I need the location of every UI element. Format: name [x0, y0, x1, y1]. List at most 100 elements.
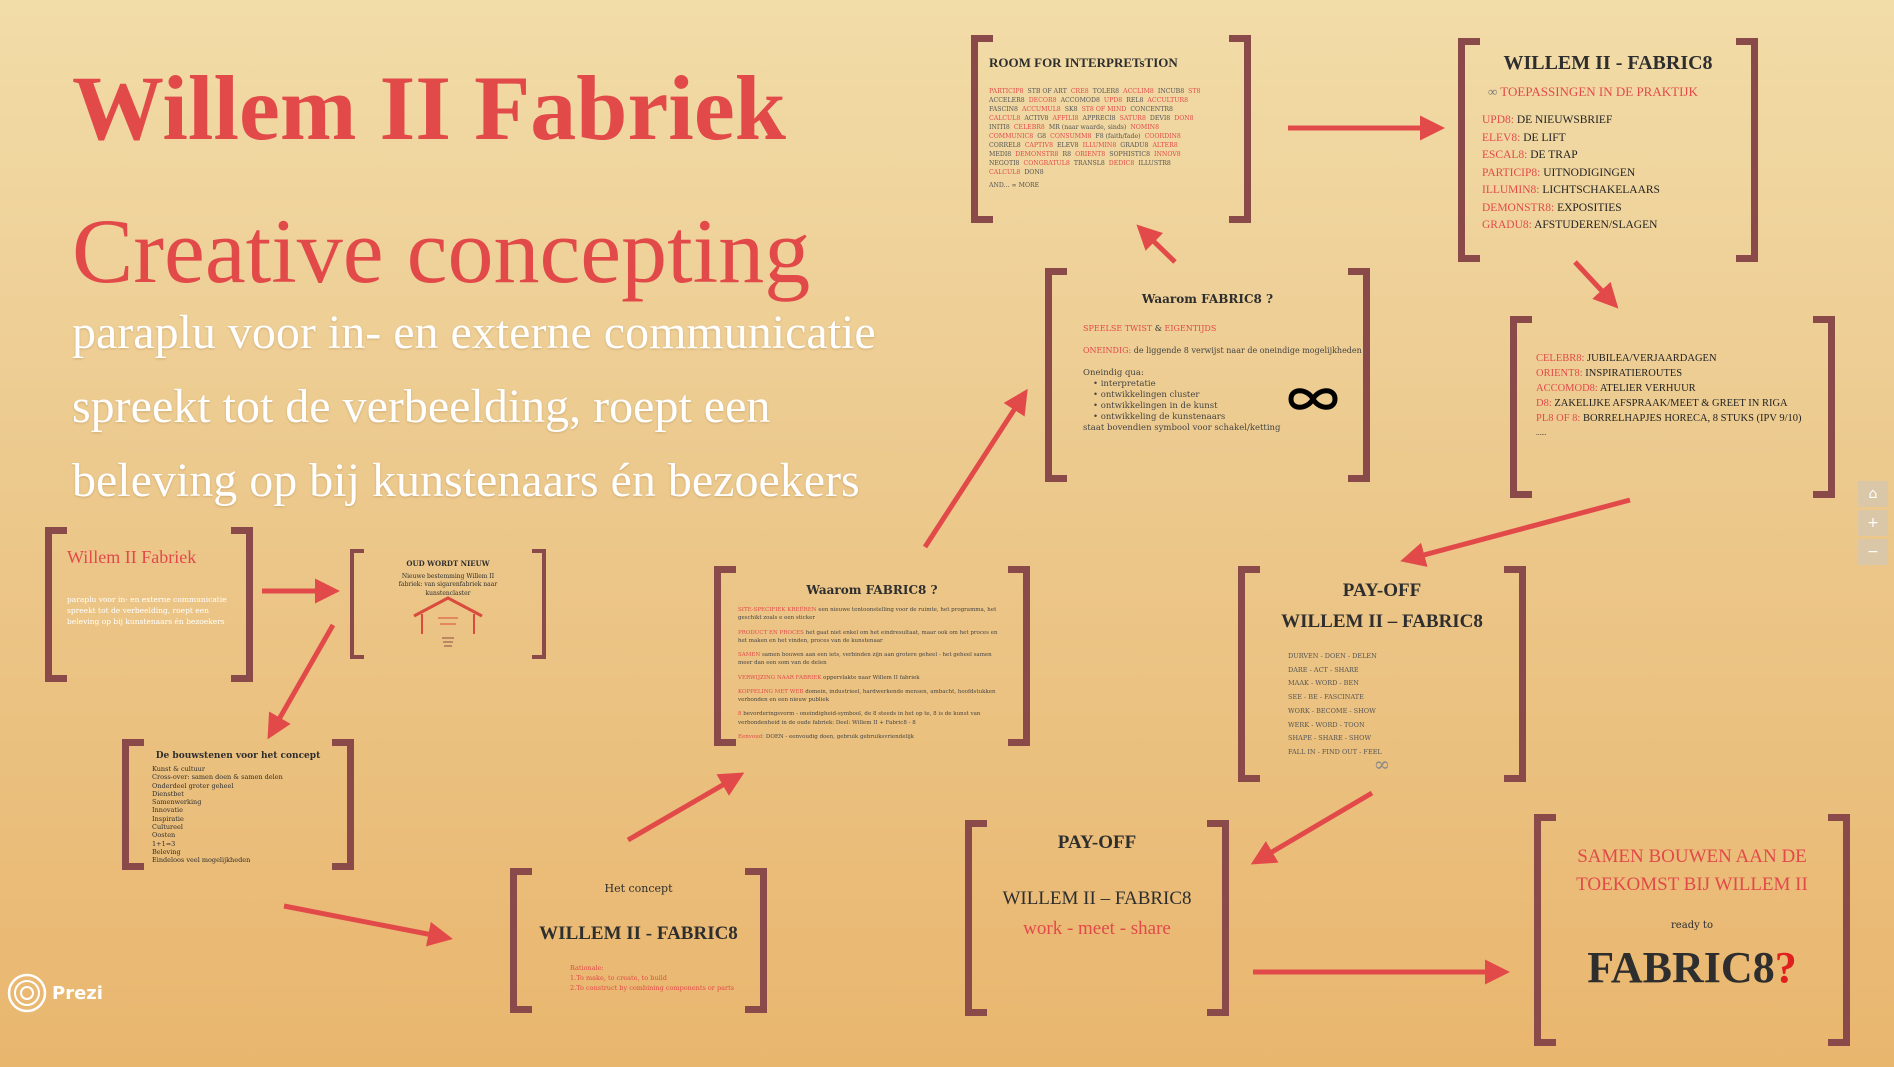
more-text: AND... ∞ MORE: [989, 182, 1040, 189]
frame-bouwstenen-list: Kunst & cultuur Cross-over: samen doen &…: [152, 765, 283, 865]
frame-payoff-2[interactable]: PAY-OFF WILLEM II – FABRIC8 work - meet …: [965, 820, 1229, 1016]
hero-line: spreekt tot de verbeelding, roept een: [72, 380, 771, 433]
twist-b: EIGENTIJDS: [1164, 324, 1217, 333]
frame-toepassingen-subtitle: ∞ TOEPASSINGEN IN DE PRAKTIJK: [1488, 84, 1698, 99]
row-key: KOPPELING MET WEB: [738, 688, 804, 695]
list-item: Kunst & cultuur: [152, 765, 205, 773]
frame-oud-title: OUD WORDT NIEUW: [406, 559, 490, 568]
list-item: Oosten: [152, 831, 176, 840]
frame-waarom-2-title: Waarom FABRIC8 ?: [1141, 292, 1274, 306]
row-key: Eenvoud:: [738, 733, 765, 740]
row-key: SAMEN: [738, 652, 761, 658]
infinity-icon: ∞: [1373, 752, 1391, 776]
prezi-logo-icon: [7, 973, 47, 1013]
zoom-in-button[interactable]: +: [1858, 510, 1888, 536]
hero-line: paraplu voor in- en externe communicatie: [72, 306, 876, 359]
frame-payoff-1[interactable]: PAY-OFF WILLEM II – FABRIC8 DURVEN - DOE…: [1238, 566, 1526, 782]
home-button[interactable]: ⌂: [1858, 481, 1888, 507]
frame-payoff-1-title: PAY-OFF: [1342, 580, 1422, 601]
zoom-out-icon: −: [1867, 544, 1879, 560]
frame-final-line2: TOEKOMST BIJ WILLEM II: [1576, 874, 1808, 895]
twist-a: SPEELSE TWIST: [1083, 324, 1153, 333]
hero-title: Willem II Fabriek: [72, 57, 786, 159]
row-value: DOEN - eenvoudig doen, gebruik gebruiksv…: [765, 733, 915, 740]
frame-waarom-1-title: Waarom FABRIC8 ?: [806, 583, 938, 597]
frame-waarom-1-body: SITE-SPECIFIEK KREËREN een nieuwe tentoo…: [738, 606, 1006, 741]
frame-concept-title: WILLEM II - FABRIC8: [539, 923, 738, 944]
row-key: PRODUCT EN PROCES: [738, 629, 804, 636]
rationale-line: 1.To make, to create, to build: [570, 973, 667, 982]
frame-bouwstenen[interactable]: De bouwstenen voor het concept Kunst & c…: [122, 739, 354, 870]
row-key: SITE-SPECIFIEK KREËREN: [738, 607, 817, 613]
frame-final-big: FABRIC8?: [1587, 943, 1797, 992]
hero-text: paraplu voor in- en externe communicatie…: [72, 296, 876, 518]
prezi-logo-text: Prezi: [52, 982, 103, 1004]
frame-concept-label: Het concept: [604, 882, 673, 895]
list-item: 1+1=3: [152, 839, 176, 848]
frame-final-ready: ready to: [1671, 920, 1713, 931]
list-item: Innovatie: [152, 806, 183, 815]
list-item: Samenwerking: [152, 798, 202, 807]
row-value: bevorderingsvorm - oneindigheid-symbool,…: [738, 711, 981, 726]
frame-bouwstenen-title: De bouwstenen voor het concept: [155, 751, 321, 761]
frame-waarom-2[interactable]: Waarom FABRIC8 ? SPEELSE TWIST & EIGENTI…: [1045, 268, 1370, 482]
row-value: oppervlakte naar Willem II fabriek: [823, 674, 920, 681]
row-value: samen bouwen aan een iets, verbinden zij…: [738, 652, 992, 667]
frame-toepassingen-list: UPD8: DE NIEUWSBRIEF ELEV8: DE LIFT ESCA…: [1482, 114, 1660, 231]
frame-intro-text: paraplu voor in- en externe communicatie…: [67, 595, 227, 626]
rationale-line: Rationale:: [570, 964, 604, 972]
hero-subtitle: Creative concepting: [72, 200, 811, 302]
home-icon: ⌂: [1868, 486, 1878, 502]
zoom-out-button[interactable]: −: [1858, 539, 1888, 565]
frame-payoff-2-tagline: work - meet - share: [1023, 918, 1171, 939]
frame-concept-rationale: Rationale: 1.To make, to create, to buil…: [570, 964, 734, 993]
frame-payoff-2-subtitle: WILLEM II – FABRIC8: [1002, 888, 1192, 909]
frame-celebr8-list: CELEBR8: JUBILEA/VERJAARDAGEN ORIENT8: I…: [1536, 351, 1802, 441]
frame-payoff-1-list: DURVEN - DOEN - DELEN DARE - ACT - SHARE…: [1288, 652, 1382, 756]
frame-celebr8[interactable]: CELEBR8: JUBILEA/VERJAARDAGEN ORIENT8: I…: [1510, 316, 1835, 498]
frame-waarom-1[interactable]: Waarom FABRIC8 ? SITE-SPECIFIEK KREËREN …: [714, 566, 1030, 746]
list-footer: staat bovendien symbool voor schakel/ket…: [1083, 423, 1281, 433]
frame-oud-text: Nieuwe bestemming Willem II fabriek: van…: [398, 573, 498, 597]
prezi-logo[interactable]: Prezi: [6, 972, 103, 1014]
list-item: Dienstbet: [152, 789, 184, 798]
frame-intro[interactable]: Willem II Fabriek paraplu voor in- en ex…: [45, 527, 253, 682]
frame-toepassingen-title: WILLEM II - FABRIC8: [1503, 52, 1713, 74]
ellipsis: ......: [1536, 429, 1547, 437]
frame-waarom-2-twist: SPEELSE TWIST & EIGENTIJDS: [1083, 324, 1217, 333]
list-item: ontwikkeling de kunstenaars: [1100, 412, 1226, 422]
frame-toepassingen[interactable]: WILLEM II - FABRIC8 ∞ TOEPASSINGEN IN DE…: [1458, 38, 1758, 262]
row-key: 8: [738, 711, 742, 718]
hero-line: beleving op bij kunstenaars én bezoekers: [72, 454, 860, 507]
list-title: Oneindig qua:: [1083, 368, 1144, 378]
list-item: Beleving: [152, 847, 181, 856]
frame-final-line1: SAMEN BOUWEN AAN DE: [1577, 846, 1807, 867]
frame-waarom-2-list: Oneindig qua: • interpretatie • ontwikke…: [1083, 368, 1281, 433]
list-item: ontwikkelingen in de kunst: [1100, 401, 1218, 411]
row-value: domein, industrieel, hardwerkende mensen…: [738, 688, 996, 703]
infinity-icon: [1288, 388, 1338, 410]
row-key: VERWIJZING NAAR FABRIEK: [738, 674, 822, 681]
frame-waarom-2-oneindig: ONEINDIG: de liggende 8 verwijst naar de…: [1083, 346, 1362, 355]
list-item: Onderdeel groter geheel: [152, 781, 234, 790]
frame-interpretation-title: ROOM FOR INTERPRETsTION: [989, 55, 1178, 70]
list-item: Cultureel: [152, 823, 183, 832]
house-icon: [413, 596, 483, 647]
frame-payoff-2-title: PAY-OFF: [1057, 832, 1137, 853]
row-value: het gaat niet enkel om het eindresultaat…: [738, 629, 998, 644]
list-item: Inspiratie: [152, 814, 184, 823]
row-value: een nieuwe tentoonstelling voor de ruimt…: [738, 607, 997, 622]
frame-concept[interactable]: Het concept WILLEM II - FABRIC8 Rational…: [510, 868, 767, 1013]
frame-final[interactable]: SAMEN BOUWEN AAN DE TOEKOMST BIJ WILLEM …: [1534, 814, 1850, 1046]
frame-intro-title: Willem II Fabriek: [67, 547, 197, 567]
list-item: Eindeloos veel mogelijkheden: [152, 856, 251, 865]
list-item: Cross-over: samen doen & samen delen: [152, 773, 283, 782]
frame-payoff-1-subtitle: WILLEM II – FABRIC8: [1281, 611, 1483, 632]
zoom-in-icon: +: [1867, 515, 1879, 531]
rationale-line: 2.To construct by combining components o…: [570, 983, 735, 992]
list-item: ontwikkelingen cluster: [1100, 390, 1200, 400]
frame-oud-wordt-nieuw[interactable]: OUD WORDT NIEUW Nieuwe bestemming Willem…: [350, 549, 546, 659]
